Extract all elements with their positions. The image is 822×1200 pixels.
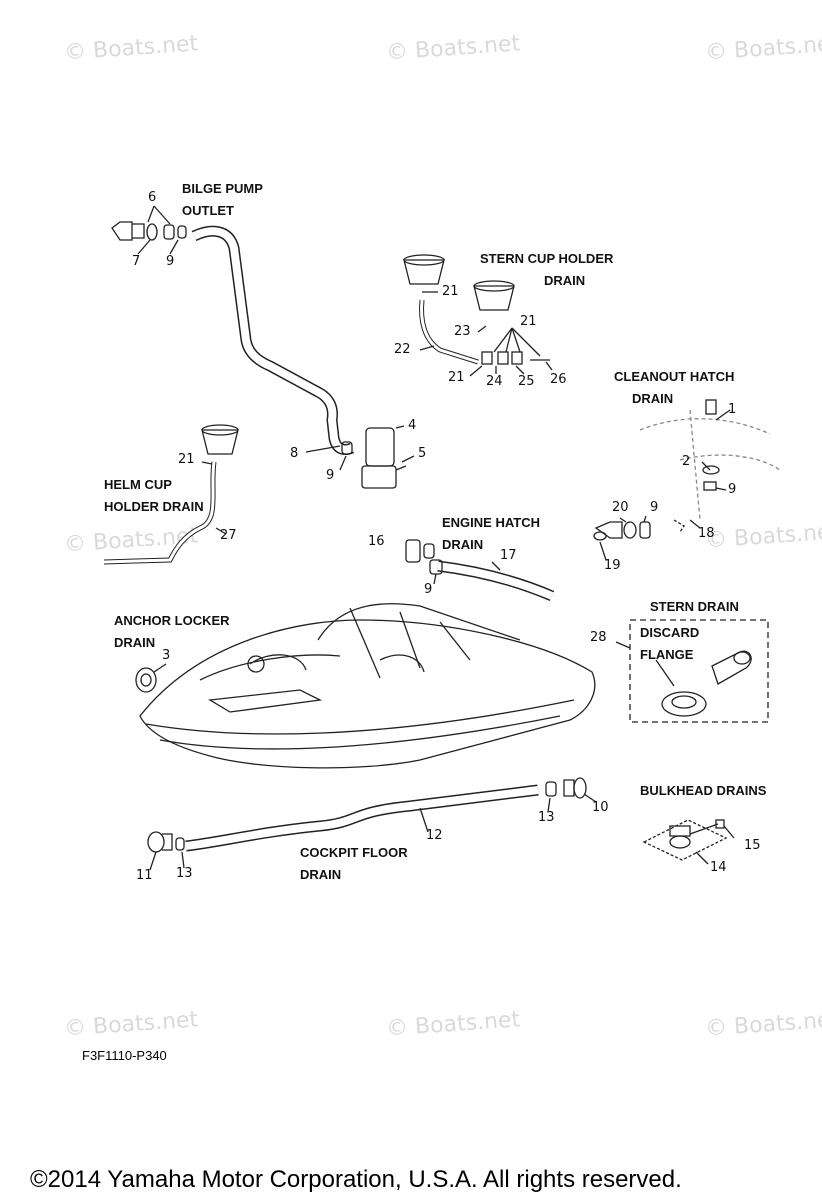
- part-number: 4: [408, 418, 417, 433]
- part-number: 25: [518, 374, 535, 389]
- bilge-pump-outlet-fitting: [111, 221, 187, 241]
- part-number: 7: [132, 254, 141, 269]
- part-number: 9: [326, 468, 335, 483]
- diagram-code: F3F1110-P340: [82, 1048, 167, 1063]
- part-number: 5: [418, 446, 427, 461]
- cleanout-hatch: [639, 409, 781, 521]
- bulkhead-drain-plate: [642, 819, 728, 861]
- part-number: 14: [710, 860, 727, 875]
- bilge-pump: [341, 427, 407, 489]
- part-number: 9: [166, 254, 175, 269]
- part-number: 21: [448, 370, 465, 385]
- part-number: 1: [728, 402, 737, 417]
- floor-drain-fitting-rear: [545, 777, 587, 799]
- part-number: 12: [426, 828, 443, 843]
- part-number: 20: [612, 500, 629, 515]
- part-number: 27: [220, 528, 237, 543]
- stern-drain-plug: [711, 650, 752, 685]
- part-number: 11: [136, 868, 153, 883]
- part-number: 26: [550, 372, 567, 387]
- boat-hull: [139, 603, 596, 769]
- part-number: 13: [176, 866, 193, 881]
- part-number: 13: [538, 810, 555, 825]
- part-number: 21: [442, 284, 459, 299]
- floor-drain-fitting-front: [147, 831, 185, 853]
- bilge-hose: [191, 225, 355, 456]
- part-number: 3: [162, 648, 171, 663]
- label-stern-drain: STERN DRAIN: [650, 599, 739, 614]
- engine-hatch-fitting: [405, 539, 435, 563]
- hatch-drain-fitting: [593, 521, 651, 541]
- part-number: 21: [178, 452, 195, 467]
- part-number: 19: [604, 558, 621, 573]
- part-number: 15: [744, 838, 761, 853]
- part-number: 10: [592, 800, 609, 815]
- part-number: 21: [520, 314, 537, 329]
- part-number: 2: [682, 454, 691, 469]
- part-number: 16: [368, 534, 385, 549]
- part-number: 9: [650, 500, 659, 515]
- anchor-locker-fitting: [135, 667, 157, 693]
- part-number: 24: [486, 374, 503, 389]
- copyright-notice: ©2014 Yamaha Motor Corporation, U.S.A. A…: [30, 1166, 682, 1193]
- part-number: 22: [394, 342, 411, 357]
- part-number: 28: [590, 630, 607, 645]
- part-number: 17: [500, 548, 517, 563]
- label-bulkhead-drains: BULKHEAD DRAINS: [640, 783, 767, 798]
- part-number: 9: [424, 582, 433, 597]
- part-number: 9: [728, 482, 737, 497]
- part-number: 6: [148, 190, 157, 205]
- part-number: 8: [290, 446, 299, 461]
- stern-cup-holders: [403, 254, 515, 311]
- part-number: 23: [454, 324, 471, 339]
- helm-cup-holder: [201, 424, 239, 455]
- discard-flange: [661, 691, 707, 717]
- part-number: 18: [698, 526, 715, 541]
